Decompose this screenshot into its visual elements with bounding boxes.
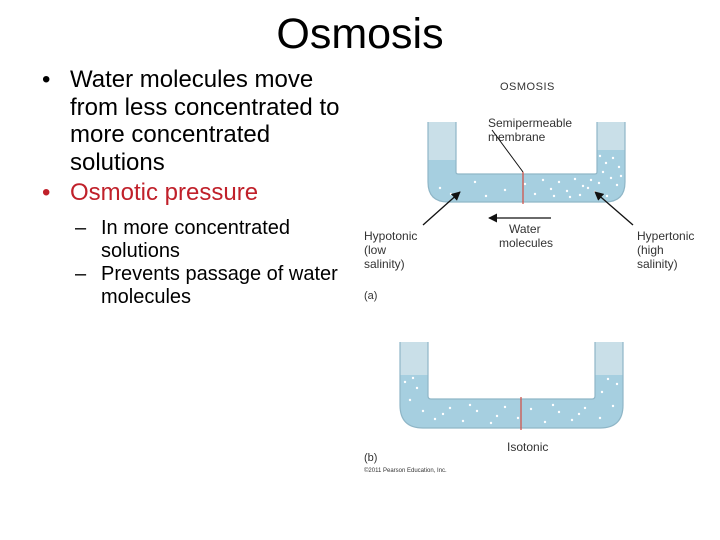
membrane-label: Semipermeable membrane — [488, 116, 572, 144]
membrane-pointer — [491, 129, 524, 173]
panel-a-label: (a) — [364, 290, 377, 302]
osmosis-figure: OSMOSIS Semipermeable membrane Water mol… — [364, 81, 694, 474]
bullet-osmotic-pressure: • Osmotic pressure — [38, 179, 348, 207]
bullet-water-molecules: • Water molecules move from less concent… — [38, 66, 348, 176]
bullet-dot-icon: • — [42, 179, 51, 206]
svg-text:Hypotonic: Hypotonic — [364, 229, 417, 243]
u-tube-b — [399, 342, 624, 430]
u-tube-a — [427, 122, 626, 204]
svg-text:(low: (low — [364, 243, 386, 257]
svg-text:salinity): salinity) — [637, 257, 678, 271]
panel-b-label: (b) — [364, 452, 377, 464]
hypertonic-label: Hypertonic (high salinity) — [637, 229, 694, 271]
dash-icon: – — [75, 262, 87, 285]
bullet-text: Water molecules move from less concentra… — [70, 66, 340, 176]
water-a — [428, 150, 625, 202]
isotonic-label: Isotonic — [507, 440, 548, 454]
svg-text:salinity): salinity) — [364, 257, 405, 271]
sub-bullet-prevents: – Prevents passage of water molecules — [38, 263, 348, 309]
svg-text:Water: Water — [509, 222, 541, 236]
hypotonic-label: Hypotonic (low salinity) — [364, 229, 417, 271]
dash-icon: – — [75, 216, 87, 239]
copyright-text: ©2011 Pearson Education, Inc. — [364, 467, 447, 474]
bullet-dot-icon: • — [42, 66, 51, 93]
sub-bullet-concentrated: – In more concentrated solutions — [38, 217, 348, 263]
bullet-text: Osmotic pressure — [70, 179, 259, 206]
sub-bullet-text: Prevents passage of water molecules — [101, 262, 338, 308]
sub-bullet-text: In more concentrated solutions — [101, 216, 290, 262]
svg-text:Hypertonic: Hypertonic — [637, 229, 694, 243]
hypertonic-pointer-arrow — [594, 191, 634, 226]
svg-text:(high: (high — [637, 243, 664, 257]
figure-title: OSMOSIS — [500, 81, 555, 93]
water-b — [400, 375, 623, 428]
slide-title: Osmosis — [276, 10, 444, 58]
solute-particles-b — [403, 376, 619, 425]
hypotonic-pointer-arrow — [422, 191, 461, 226]
sub-bullet-list: – In more concentrated solutions – Preve… — [38, 217, 348, 309]
water-molecules-label: Water molecules — [499, 222, 553, 250]
svg-text:membrane: membrane — [488, 130, 546, 144]
svg-text:molecules: molecules — [499, 236, 553, 250]
svg-text:Semipermeable: Semipermeable — [488, 116, 572, 130]
bullet-list: • Water molecules move from less concent… — [38, 66, 348, 309]
